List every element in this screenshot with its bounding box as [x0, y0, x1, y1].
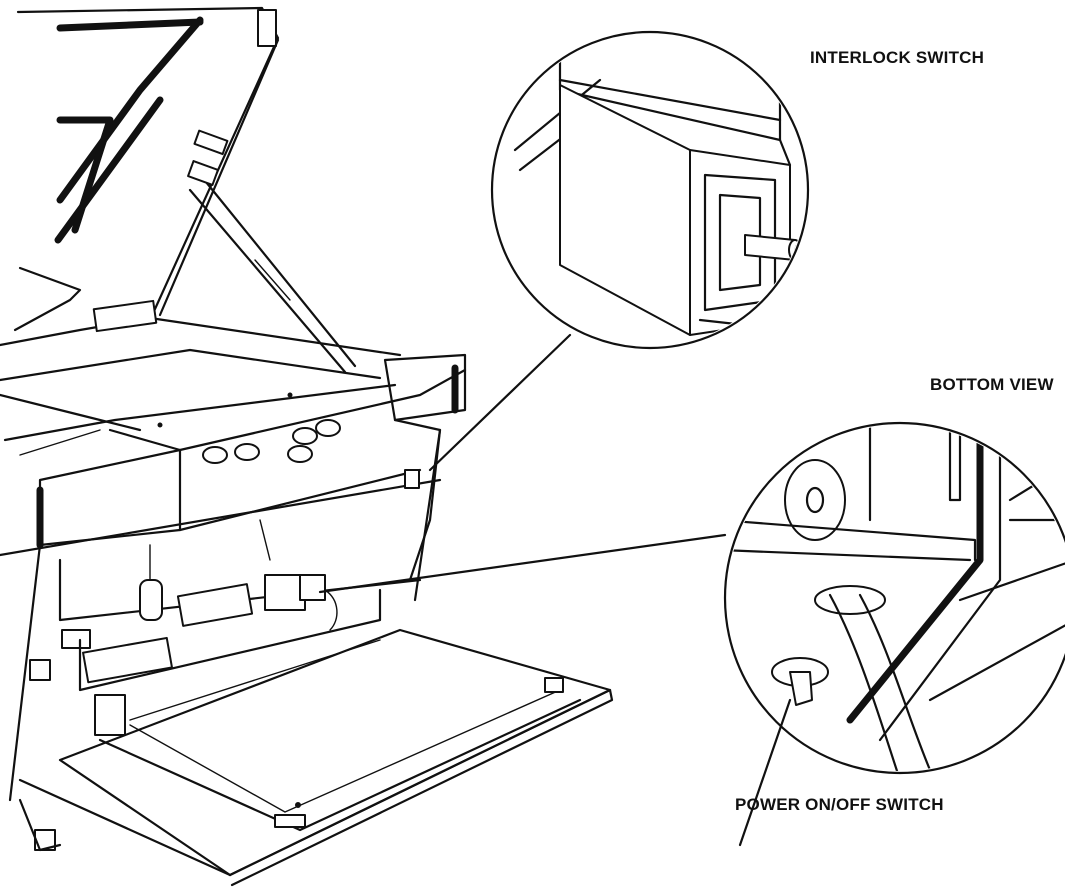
bottom-view-label: BOTTOM VIEW	[930, 375, 1054, 394]
interlock-switch-detail	[490, 30, 810, 350]
bottom-view-detail	[723, 421, 1065, 775]
upper-carriage	[0, 299, 467, 582]
open-lid	[13, 6, 280, 332]
power-switch-label: POWER ON/OFF SWITCH	[735, 795, 944, 814]
callout-lines	[318, 333, 792, 847]
lid-support-arm	[187, 129, 357, 374]
lower-chassis	[8, 428, 442, 802]
front-tray	[18, 628, 614, 887]
interlock-switch-label: INTERLOCK SWITCH	[810, 48, 985, 67]
